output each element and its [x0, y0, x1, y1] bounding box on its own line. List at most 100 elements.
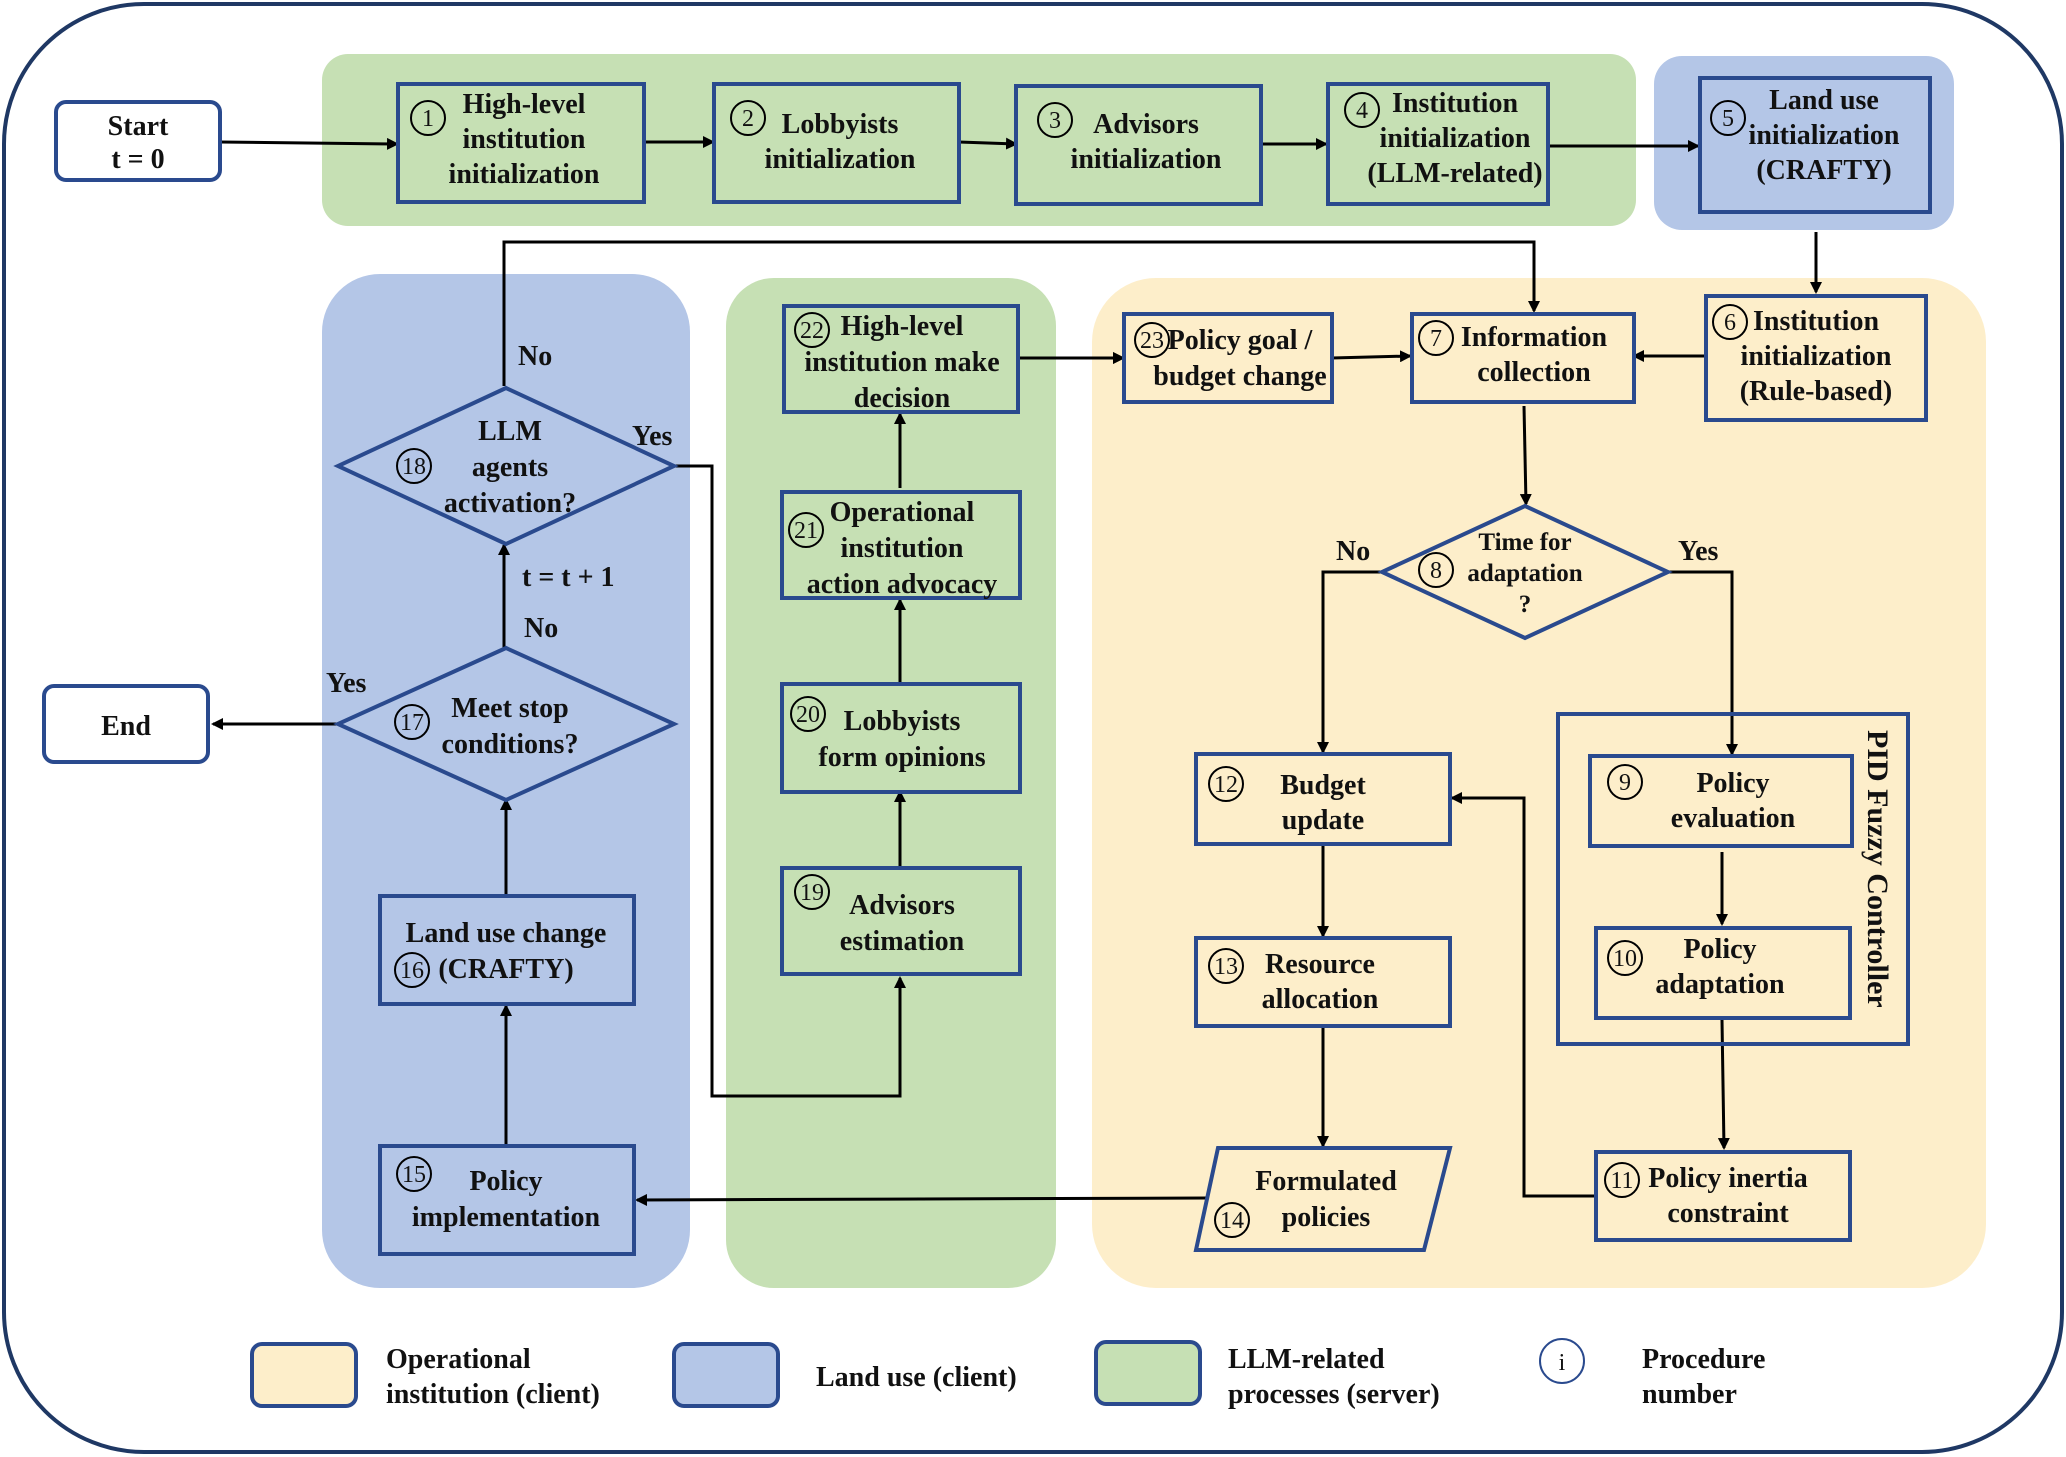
procedure-number: 16: [400, 958, 424, 984]
node-20-shape: [780, 682, 1022, 794]
procedure-number-badge: [788, 512, 824, 548]
procedure-number-badge: [1418, 552, 1454, 588]
node-23-label-line: budget change: [1153, 361, 1326, 392]
node-18-label-line: activation?: [444, 488, 576, 519]
node-19-shape: [780, 866, 1022, 976]
node-5-label-line: initialization: [1749, 120, 1900, 151]
procedure-number-badge: [1607, 764, 1643, 800]
procedure-number: 5: [1722, 106, 1734, 132]
legend: Operational institution (client) Land us…: [250, 1338, 1765, 1410]
node-2-shape: [712, 82, 961, 204]
node-4-shape: [1326, 82, 1550, 206]
node-2-label-line: initialization: [765, 144, 916, 175]
pid-controller-frame: [1556, 712, 1910, 1046]
node-9-label-line: evaluation: [1671, 803, 1796, 834]
procedure-number-badge: [730, 100, 766, 136]
node-23-label-line: Policy goal /: [1168, 325, 1314, 356]
node-13-label-line: allocation: [1262, 984, 1379, 1015]
node-4-label-line: (LLM-related): [1367, 158, 1542, 189]
node-15-shape: [378, 1144, 636, 1256]
node-13-shape: [1194, 936, 1452, 1028]
legend-label-procedure-1: Procedure: [1642, 1344, 1765, 1375]
node-21-label-line: action advocacy: [807, 569, 998, 600]
procedure-number-badge: [1214, 1202, 1250, 1238]
node-14-label-line: policies: [1282, 1202, 1371, 1233]
node-22-label-line: institution make: [804, 347, 999, 378]
procedure-number: 8: [1430, 558, 1442, 584]
procedure-number-badge: [790, 696, 826, 732]
pid-controller-label: PID Fuzzy Controller: [1861, 730, 1894, 1008]
node-2-label-line: Lobbyists: [782, 109, 899, 140]
procedure-number-badge: [1710, 100, 1746, 136]
region-landuse-init: [1654, 56, 1954, 230]
node-10-label-line: Policy: [1683, 934, 1756, 965]
procedure-number: 3: [1049, 108, 1061, 134]
node-15-label-line: implementation: [412, 1202, 601, 1233]
node-8-label-line: ?: [1519, 591, 1532, 618]
legend-label-yellow-1: Operational: [386, 1344, 531, 1375]
node-16-shape: [378, 894, 636, 1006]
node-21-shape: [780, 490, 1022, 600]
procedure-number: 11: [1610, 1168, 1633, 1194]
node-9-shape: [1588, 754, 1854, 848]
node-17-label-line: Meet stop: [451, 693, 568, 724]
node-5-label-line: Land use: [1769, 85, 1879, 116]
node-6-label-line: Institution: [1753, 306, 1879, 337]
node-20-label-line: Lobbyists: [844, 706, 961, 737]
node-5-shape: [1698, 76, 1932, 214]
procedure-number: 17: [400, 710, 424, 736]
procedure-number-badge: [1418, 320, 1454, 356]
procedure-number: 9: [1619, 770, 1631, 796]
procedure-number-badge: [1604, 1162, 1640, 1198]
node-22-label-line: High-level: [841, 311, 964, 342]
node-17: 17 Meet stop conditions?: [333, 645, 679, 803]
legend-label-green-2: processes (server): [1228, 1379, 1440, 1410]
procedure-number: 2: [742, 106, 754, 132]
node-12-shape: [1194, 752, 1452, 846]
yes-label-8: Yes: [1678, 536, 1719, 567]
yes-label-17: Yes: [326, 668, 367, 699]
node-18-label-line: LLM: [478, 416, 542, 447]
procedure-number-badge: [1607, 940, 1643, 976]
region-operational: [1092, 278, 1986, 1288]
node-11-label-line: constraint: [1667, 1198, 1789, 1229]
procedure-number-badge: [1208, 948, 1244, 984]
node-6-label-line: (Rule-based): [1740, 376, 1892, 407]
node-19-label-line: estimation: [840, 926, 965, 957]
start-time-label: t = 0: [111, 144, 164, 175]
node-1-label-line: initialization: [449, 159, 600, 190]
node-10-label-line: adaptation: [1655, 969, 1785, 1000]
node-18-shape: [333, 385, 679, 547]
node-20-label-line: form opinions: [818, 742, 985, 773]
node-21-label-line: institution: [841, 533, 964, 564]
node-13-label-line: Resource: [1265, 949, 1375, 980]
no-label-8: No: [1336, 536, 1370, 567]
node-3-label-line: Advisors: [1093, 109, 1199, 140]
start-label: Start: [108, 111, 169, 142]
procedure-number-badge: [410, 100, 446, 136]
node-6-label-line: initialization: [1741, 341, 1892, 372]
node-14-label-line: Formulated: [1255, 1166, 1397, 1197]
node-7-shape: [1410, 312, 1636, 404]
node-2: 2 Lobbyists initialization: [712, 82, 961, 204]
end-node: [42, 684, 210, 764]
procedure-number-badge: [794, 312, 830, 348]
node-18-label-line: agents: [472, 452, 548, 483]
connectors: [211, 136, 1822, 1206]
node-14-shape: [1193, 1146, 1453, 1252]
node-8-shape: [1377, 503, 1673, 641]
node-17-label-line: conditions?: [442, 729, 579, 760]
start-node: [54, 100, 222, 182]
